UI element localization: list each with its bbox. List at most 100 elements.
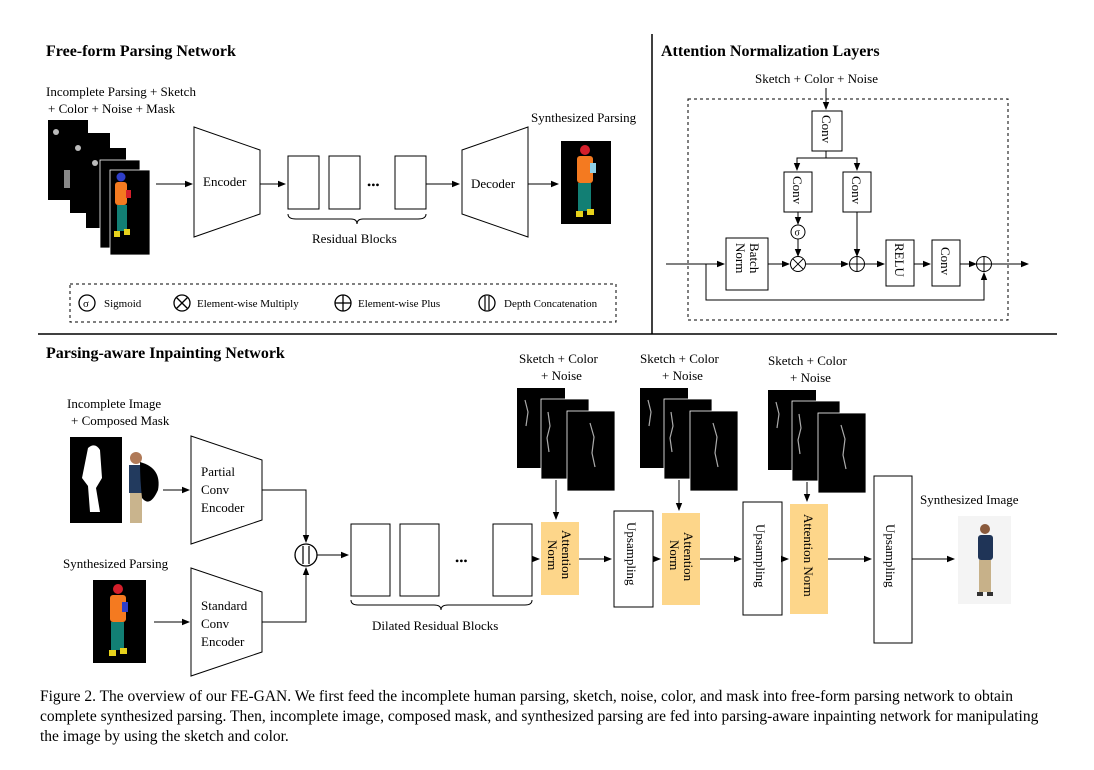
pa-arrow-partial-to-concat [262, 489, 310, 543]
ff-residual-label: Residual Blocks [312, 231, 397, 246]
legend-multiply-label: Element-wise Multiply [197, 298, 299, 310]
legend-multiply: Element-wise Multiply [173, 294, 299, 312]
pa-synth-parsing-label: Synthesized Parsing [63, 556, 169, 571]
pa-dilated-block-2 [399, 523, 440, 597]
pa-standard-label-2: Conv [201, 616, 230, 631]
attn-conv-out [931, 239, 961, 287]
attn-conv-top [811, 110, 843, 152]
ff-residual-brace [287, 213, 427, 225]
pa-partial-encoder [190, 435, 263, 545]
attn-arrow-split-left [793, 151, 827, 171]
attn-sigma-glyph: σ [795, 228, 801, 239]
attn-arrow-split-right [826, 157, 861, 171]
pa-partial-label-1: Partial [201, 464, 235, 479]
pa-partial-label-2: Conv [201, 482, 230, 497]
ff-encoder-label: Encoder [203, 174, 247, 189]
ff-input-parsing-figure [114, 172, 131, 237]
pa-sketch2-label-1: Sketch + Color [640, 351, 719, 366]
pa-input-label-1: Incomplete Image [67, 396, 161, 411]
attn-batch-norm-label-2: Norm [733, 243, 748, 273]
attn-conv-right [842, 171, 872, 213]
pa-sketch2-stack [640, 388, 739, 492]
attn-batch-norm [725, 237, 769, 291]
ff-decoder [461, 126, 529, 238]
pa-sketch3-label-2: + Noise [790, 370, 831, 385]
legend-sigmoid-label: Sigmoid [104, 298, 142, 310]
attn-conv-out-label: Conv [938, 247, 953, 276]
pa-dilated-label: Dilated Residual Blocks [372, 618, 498, 633]
pa-sketch3-stack [768, 390, 867, 494]
attn-input-label: Sketch + Color + Noise [755, 71, 878, 86]
ff-input-label-2: + Color + Noise + Mask [48, 101, 176, 116]
attn-residual-plus-icon [976, 256, 992, 272]
pa-upsampling-1-label: Upsampling [624, 522, 639, 586]
multiply-icon [173, 294, 191, 312]
pa-dilated-brace [350, 599, 533, 611]
pa-input-images [70, 437, 162, 535]
pa-partial-label-3: Encoder [201, 500, 245, 515]
legend-plus: Element-wise Plus [334, 294, 440, 312]
legend-box [69, 283, 617, 323]
legend-concat-label: Depth Concatenation [504, 298, 598, 310]
ff-input-label-1: Incomplete Parsing + Sketch [46, 84, 196, 99]
ff-output-parsing-image [561, 141, 611, 224]
attn-relu [885, 239, 915, 287]
pa-upsampling-3-label: Upsampling [883, 524, 898, 588]
ff-residual-block-2 [328, 155, 361, 210]
pa-attention-norm-1-label-a: Attention [559, 530, 574, 580]
attn-conv-right-label: Conv [849, 176, 864, 205]
pa-sketch3-label-1: Sketch + Color [768, 353, 847, 368]
pa-attention-norm-2-label-a: Attention [681, 532, 696, 582]
sigmoid-icon-glyph: σ [83, 298, 89, 310]
pa-arrow-standard-to-concat [262, 567, 310, 623]
free-form-title: Free-form Parsing Network [46, 43, 236, 60]
pa-sketch2-label-2: + Noise [662, 368, 703, 383]
pa-upsampling-2 [742, 501, 783, 616]
pa-standard-encoder [190, 567, 263, 677]
pa-synth-parsing-image [93, 580, 146, 663]
attn-batch-norm-label-1: Batch [747, 243, 762, 274]
ff-decoder-label: Decoder [471, 176, 516, 191]
attn-skip-connection [705, 264, 988, 301]
pa-attention-norm-1 [541, 522, 579, 595]
legend-concat: Depth Concatenation [478, 294, 598, 312]
attn-plus-icon [849, 256, 865, 272]
pa-sketch1-label-1: Sketch + Color [519, 351, 598, 366]
pa-dilated-ellipsis: ••• [455, 554, 468, 568]
attention-title: Attention Normalization Layers [661, 43, 880, 60]
pa-sketch1-label-2: + Noise [541, 368, 582, 383]
pa-attention-norm-3-label: Attention Norm [801, 514, 816, 597]
pa-standard-label-3: Encoder [201, 634, 245, 649]
ff-output-label: Synthesized Parsing [531, 110, 637, 125]
pa-output-image [958, 516, 1011, 604]
pa-output-label: Synthesized Image [920, 492, 1019, 507]
attn-conv-left [783, 171, 813, 213]
ff-residual-ellipsis: ••• [367, 178, 380, 192]
ff-residual-block-3 [394, 155, 427, 210]
ff-residual-block-1 [287, 155, 320, 210]
attn-conv-left-label: Conv [790, 176, 805, 205]
parsing-aware-title: Parsing-aware Inpainting Network [46, 345, 285, 362]
concat-icon [478, 294, 496, 312]
ff-input-stack [48, 120, 151, 256]
pa-input-label-2: + Composed Mask [71, 413, 170, 428]
ff-encoder [193, 126, 261, 238]
attn-conv-top-label: Conv [819, 115, 834, 144]
pa-sketch1-stack [517, 388, 616, 492]
pa-standard-label-1: Standard [201, 598, 248, 613]
legend-sigmoid: σ Sigmoid [78, 294, 142, 312]
pa-attention-norm-2-label-b: Norm [667, 540, 682, 570]
sigmoid-icon [78, 294, 96, 312]
attn-multiply-icon [790, 256, 806, 272]
pa-dilated-block-1 [350, 523, 391, 597]
pa-dilated-block-3 [492, 523, 533, 597]
pa-attention-norm-1-label-b: Norm [545, 540, 560, 570]
attn-relu-label: RELU [892, 243, 907, 278]
pa-upsampling-2-label: Upsampling [753, 524, 768, 588]
pa-upsampling-1 [613, 510, 654, 608]
pa-attention-norm-3 [790, 504, 828, 614]
legend-plus-label: Element-wise Plus [358, 298, 440, 310]
pa-concat-icon [294, 543, 318, 567]
pa-attention-norm-2 [662, 513, 700, 605]
